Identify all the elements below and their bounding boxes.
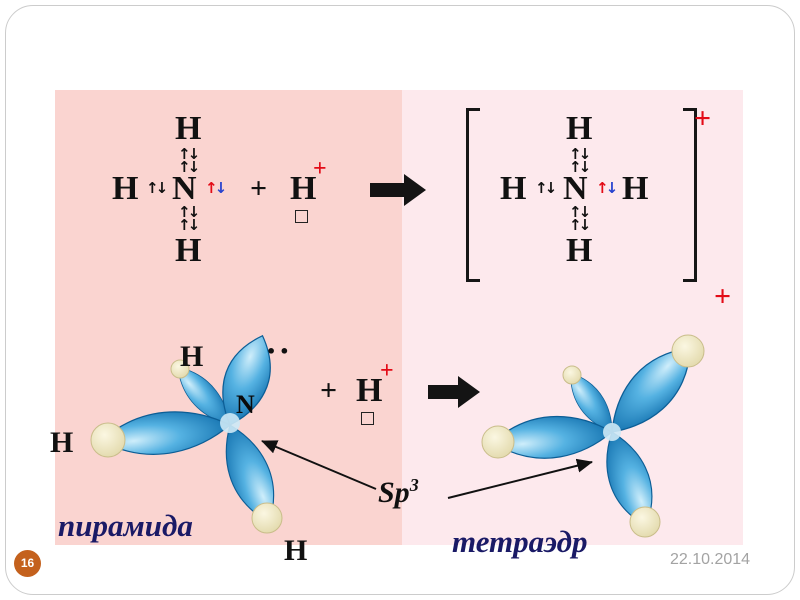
electron-pair: ↑↓ [178, 203, 200, 221]
electron-pair: ↑↓ [569, 158, 591, 176]
hydrogen-label: H [175, 232, 202, 269]
tetrahedron-caption: тетраэдр [452, 524, 588, 559]
positive-charge: + [380, 358, 394, 384]
positive-charge: + [694, 102, 712, 135]
electron-pair: ↑↓ [178, 158, 200, 176]
electron-pair: ↑↓ [569, 145, 591, 163]
sp3-exponent: 3 [409, 475, 419, 495]
electron-pair: ↑↓ [178, 216, 200, 234]
hydrogen-label: H [180, 340, 204, 373]
electron-down-arrow: ↓ [214, 179, 227, 197]
hydrogen-label: H [622, 170, 649, 207]
hydrogen-label: H [566, 232, 593, 269]
empty-orbital-box [361, 412, 374, 425]
lone-pair-arrows: ↑↓ [205, 179, 227, 197]
electron-pair: ↑↓ [178, 145, 200, 163]
hydrogen-label: H [284, 534, 308, 567]
electron-up-arrow: ↑ [205, 179, 217, 197]
slide-date: 22.10.2014 [670, 551, 751, 568]
electron-pair: ↑↓ [146, 179, 168, 197]
electron-up-arrow: ↑ [596, 179, 608, 197]
nitrogen-label: N [236, 390, 255, 419]
hydrogen-label: H [112, 170, 139, 207]
electron-down-arrow: ↓ [605, 179, 618, 197]
electron-pair: ↑↓ [535, 179, 557, 197]
positive-charge: + [714, 280, 732, 313]
pyramid-caption: пирамида [58, 508, 193, 543]
hydrogen-ion-label: H [290, 170, 317, 207]
sp3-label: Sp3 [378, 476, 419, 508]
hydrogen-label: H [566, 110, 593, 147]
hydrogen-label: H [50, 426, 74, 459]
diagram-panel-left [55, 90, 402, 545]
empty-orbital-box [295, 210, 308, 223]
electron-pair: ↑↓ [569, 203, 591, 221]
slide-number-badge: 16 [14, 550, 41, 577]
positive-charge: + [313, 156, 327, 182]
hydrogen-label: H [500, 170, 527, 207]
nitrogen-label: N [172, 170, 197, 207]
nitrogen-label: N [563, 170, 588, 207]
plus-operator: + [250, 172, 268, 205]
plus-operator: + [320, 374, 338, 407]
hydrogen-ion-label: H [356, 372, 383, 409]
electron-pair: ↑↓ [569, 216, 591, 234]
lone-pair-arrows: ↑↓ [596, 179, 618, 197]
hydrogen-label: H [175, 110, 202, 147]
bracket-left [466, 108, 480, 282]
bracket-right [683, 108, 697, 282]
lone-pair-dots: •• [266, 342, 293, 361]
sp3-base: Sp [378, 476, 410, 509]
